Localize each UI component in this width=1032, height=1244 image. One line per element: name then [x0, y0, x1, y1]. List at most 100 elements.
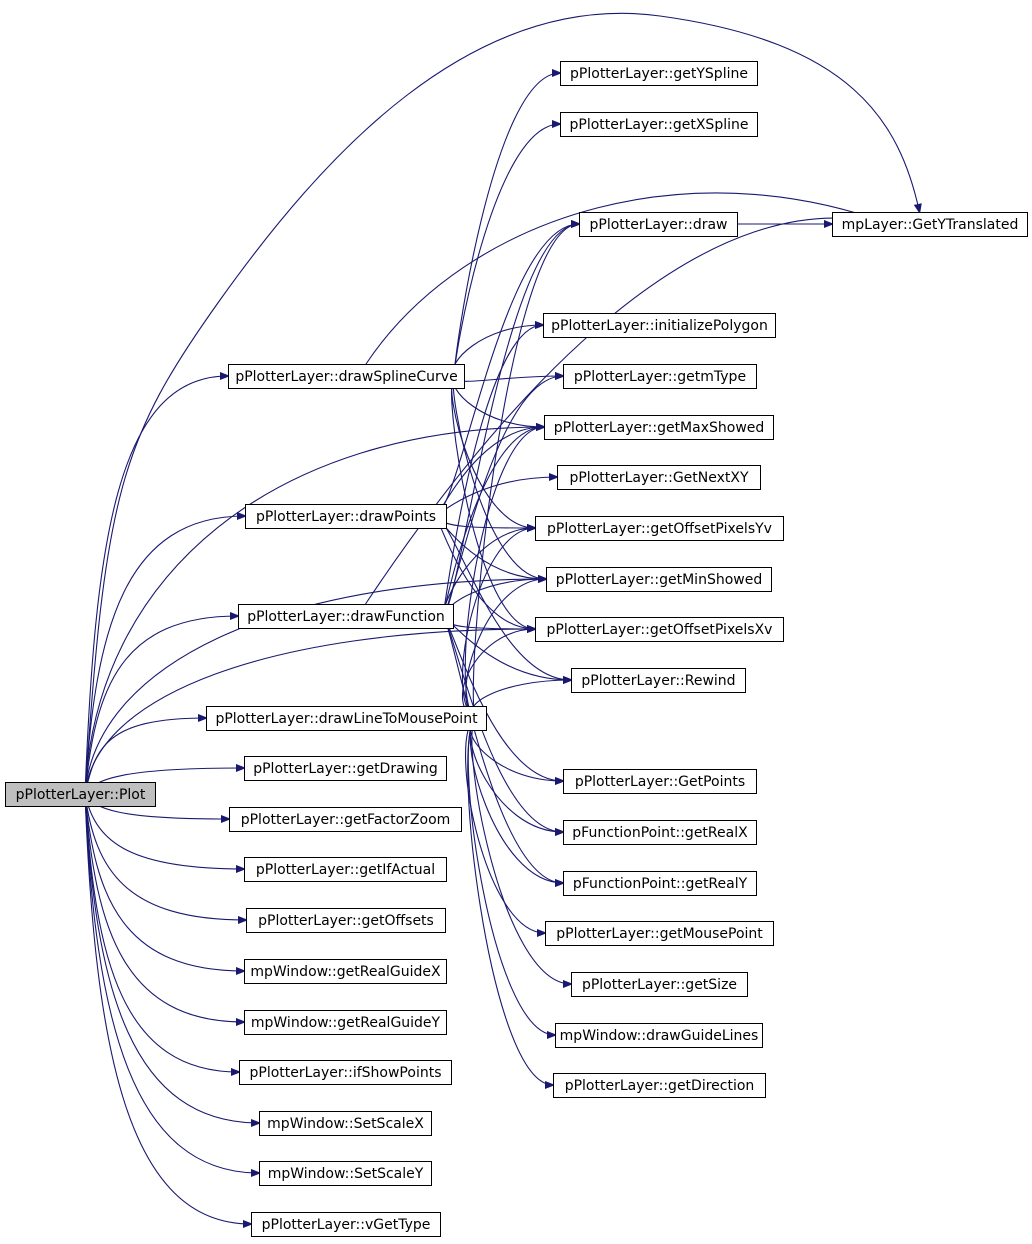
- node-box: [5, 782, 156, 807]
- edge-plot-to-drawFunction: [84, 616, 238, 795]
- edge-drawLineToMousePoint-to-getMaxShowed: [464, 427, 544, 719]
- node-label: pPlotterLayer::getmType: [574, 369, 746, 385]
- node-box: [555, 1023, 763, 1048]
- node-box: [251, 1212, 441, 1237]
- node-getYSpline[interactable]: pPlotterLayer::getYSpline: [560, 61, 758, 86]
- edge-plot-to-setScaleY: [84, 793, 259, 1173]
- node-label: mpWindow::getRealGuideY: [251, 1015, 441, 1031]
- node-box: [571, 668, 746, 693]
- node-plot[interactable]: pPlotterLayer::Plot: [5, 782, 156, 807]
- node-initializePolygon[interactable]: pPlotterLayer::initializePolygon: [543, 313, 776, 338]
- edge-plot-to-getOffsets: [84, 793, 246, 920]
- node-getMaxShowed[interactable]: pPlotterLayer::getMaxShowed: [544, 415, 774, 440]
- node-draw[interactable]: pPlotterLayer::draw: [579, 212, 738, 237]
- node-label: pPlotterLayer::drawFunction: [247, 609, 445, 625]
- node-box: [239, 1060, 452, 1085]
- node-label: pPlotterLayer::getYSpline: [570, 66, 748, 82]
- edge-drawPoints-to-getMaxShowed: [435, 427, 544, 517]
- node-label: pPlotterLayer::GetNextXY: [569, 470, 749, 486]
- node-label: pFunctionPoint::getRealX: [572, 825, 748, 841]
- node-getIfActual[interactable]: pPlotterLayer::getIfActual: [244, 857, 447, 882]
- node-label: pPlotterLayer::getSize: [582, 977, 737, 993]
- node-label: mpWindow::drawGuideLines: [560, 1028, 759, 1044]
- edge-plot-to-getRealGuideY: [84, 793, 244, 1022]
- node-label: pPlotterLayer::getFactorZoom: [241, 812, 451, 828]
- node-box: [563, 364, 757, 389]
- node-box: [244, 756, 447, 781]
- node-getXSpline[interactable]: pPlotterLayer::getXSpline: [560, 112, 758, 137]
- node-label: pPlotterLayer::getMinShowed: [556, 572, 762, 588]
- edge-plot-to-ifShowPoints: [84, 793, 239, 1072]
- edge-drawLineToMousePoint-to-getMinShowed: [465, 579, 546, 719]
- node-getFactorZoom[interactable]: pPlotterLayer::getFactorZoom: [229, 807, 462, 832]
- node-box: [244, 857, 447, 882]
- node-box: [244, 1010, 447, 1035]
- node-label: pPlotterLayer::getMaxShowed: [554, 420, 765, 436]
- node-drawLineToMousePoint[interactable]: pPlotterLayer::drawLineToMousePoint: [206, 706, 487, 731]
- node-box: [229, 807, 462, 832]
- node-label: pFunctionPoint::getRealY: [573, 876, 748, 892]
- node-getDrawing[interactable]: pPlotterLayer::getDrawing: [244, 756, 447, 781]
- node-label: pPlotterLayer::vGetType: [262, 1217, 431, 1233]
- node-box: [579, 212, 738, 237]
- node-box: [246, 908, 446, 933]
- node-box: [544, 415, 774, 440]
- edge-drawLineToMousePoint-to-getDirection: [467, 717, 553, 1085]
- node-getRealX[interactable]: pFunctionPoint::getRealX: [563, 820, 757, 845]
- node-label: pPlotterLayer::getMousePoint: [556, 926, 763, 942]
- node-drawPoints[interactable]: pPlotterLayer::drawPoints: [245, 504, 447, 529]
- node-box: [228, 364, 465, 389]
- node-box: [832, 212, 1028, 237]
- node-drawSplineCurve[interactable]: pPlotterLayer::drawSplineCurve: [228, 364, 465, 389]
- edge-plot-to-getOffsetPixelsXv: [84, 629, 535, 795]
- edge-drawLineToMousePoint-to-getSize: [471, 717, 571, 984]
- node-box: [259, 1161, 432, 1186]
- edge-plot-to-vGetType: [84, 793, 251, 1224]
- node-setScaleX[interactable]: mpWindow::SetScaleX: [259, 1111, 432, 1136]
- node-getSize[interactable]: pPlotterLayer::getSize: [571, 972, 748, 997]
- edge-plot-to-getRealGuideX: [84, 793, 244, 971]
- node-getMinShowed[interactable]: pPlotterLayer::getMinShowed: [546, 567, 772, 592]
- node-getDirection[interactable]: pPlotterLayer::getDirection: [553, 1073, 766, 1098]
- node-getRealGuideY[interactable]: mpWindow::getRealGuideY: [244, 1010, 447, 1035]
- edge-drawLineToMousePoint-to-draw: [472, 224, 579, 719]
- node-label: pPlotterLayer::getDirection: [565, 1078, 755, 1094]
- node-getOffsetPixelsYv[interactable]: pPlotterLayer::getOffsetPixelsYv: [535, 516, 784, 541]
- node-rewind[interactable]: pPlotterLayer::Rewind: [571, 668, 746, 693]
- node-label: pPlotterLayer::ifShowPoints: [249, 1065, 441, 1081]
- node-getPoints[interactable]: pPlotterLayer::GetPoints: [563, 769, 757, 794]
- edge-plot-to-drawSplineCurve: [84, 376, 228, 795]
- node-box: [535, 617, 784, 642]
- node-getRealY[interactable]: pFunctionPoint::getRealY: [563, 871, 757, 896]
- node-getYTranslated[interactable]: mpLayer::GetYTranslated: [832, 212, 1028, 237]
- node-box: [560, 61, 758, 86]
- node-label: mpWindow::SetScaleY: [268, 1166, 424, 1182]
- edge-drawFunction-to-getRealY: [442, 615, 563, 883]
- edge-plot-to-getMaxShowed: [84, 427, 544, 795]
- node-getMousePoint[interactable]: pPlotterLayer::getMousePoint: [545, 921, 774, 946]
- edge-plot-to-getMinShowed: [84, 579, 546, 795]
- node-getmType[interactable]: pPlotterLayer::getmType: [563, 364, 757, 389]
- node-ifShowPoints[interactable]: pPlotterLayer::ifShowPoints: [239, 1060, 452, 1085]
- node-label: pPlotterLayer::Rewind: [581, 673, 735, 689]
- node-getRealGuideX[interactable]: mpWindow::getRealGuideX: [244, 959, 447, 984]
- edge-drawLineToMousePoint-to-getMousePoint: [465, 717, 545, 933]
- node-label: mpLayer::GetYTranslated: [842, 217, 1019, 233]
- edges-layer: [84, 12, 920, 1224]
- edge-drawLineToMousePoint-to-drawGuideLines: [467, 717, 555, 1035]
- node-setScaleY[interactable]: mpWindow::SetScaleY: [259, 1161, 432, 1186]
- node-getNextXY[interactable]: pPlotterLayer::GetNextXY: [557, 465, 761, 490]
- node-drawFunction[interactable]: pPlotterLayer::drawFunction: [238, 604, 454, 629]
- node-getOffsetPixelsXv[interactable]: pPlotterLayer::getOffsetPixelsXv: [535, 617, 784, 642]
- node-vGetType[interactable]: pPlotterLayer::vGetType: [251, 1212, 441, 1237]
- nodes-layer: pPlotterLayer::Plot pPlotterLayer::drawSp…: [5, 61, 1028, 1237]
- node-label: mpWindow::getRealGuideX: [250, 964, 441, 980]
- node-box: [259, 1111, 432, 1136]
- node-drawGuideLines[interactable]: mpWindow::drawGuideLines: [555, 1023, 763, 1048]
- node-box: [206, 706, 487, 731]
- node-label: pPlotterLayer::getXSpline: [570, 117, 749, 133]
- node-getOffsets[interactable]: pPlotterLayer::getOffsets: [246, 908, 446, 933]
- edge-drawSplineCurve-to-initializePolygon: [452, 325, 543, 377]
- node-box: [238, 604, 454, 629]
- node-box: [563, 871, 757, 896]
